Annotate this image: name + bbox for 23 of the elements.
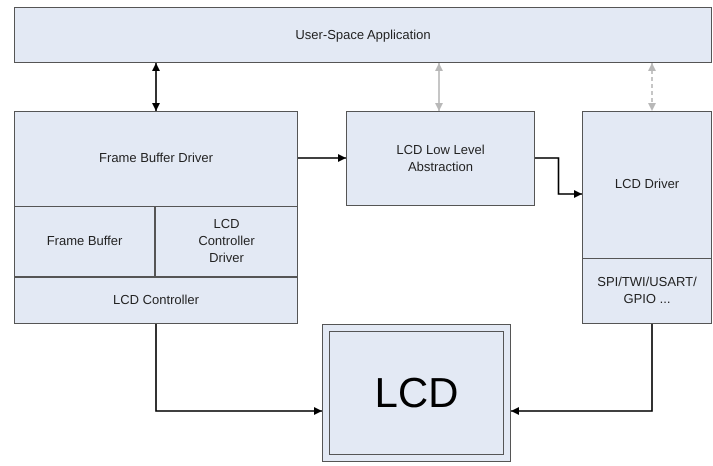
module-box bbox=[155, 206, 298, 277]
node-label: LCD bbox=[374, 372, 459, 414]
node-label: SPI/TWI/USART/ GPIO ... bbox=[596, 274, 698, 308]
node-label: Frame Buffer bbox=[46, 233, 122, 250]
abstraction-box bbox=[346, 111, 535, 206]
driver-box bbox=[582, 111, 712, 324]
arrow bbox=[511, 324, 653, 415]
node-label: LCD Controller bbox=[113, 292, 199, 309]
arrow bbox=[435, 63, 443, 111]
arrow bbox=[535, 157, 582, 198]
arrow bbox=[648, 63, 656, 111]
node-label: LCD Driver bbox=[614, 176, 680, 193]
arrow bbox=[298, 154, 346, 162]
arrow bbox=[152, 63, 160, 111]
node-label: LCD Controller Driver bbox=[197, 216, 256, 267]
arrow bbox=[155, 324, 322, 415]
module-box bbox=[14, 206, 155, 277]
application-box bbox=[14, 7, 712, 63]
node-label: Frame Buffer Driver bbox=[99, 150, 213, 167]
node-label: User-Space Application bbox=[295, 26, 431, 44]
driver-stack-box bbox=[14, 111, 298, 324]
node-label: LCD Low Level Abstraction bbox=[395, 142, 486, 176]
display-box bbox=[322, 324, 511, 462]
